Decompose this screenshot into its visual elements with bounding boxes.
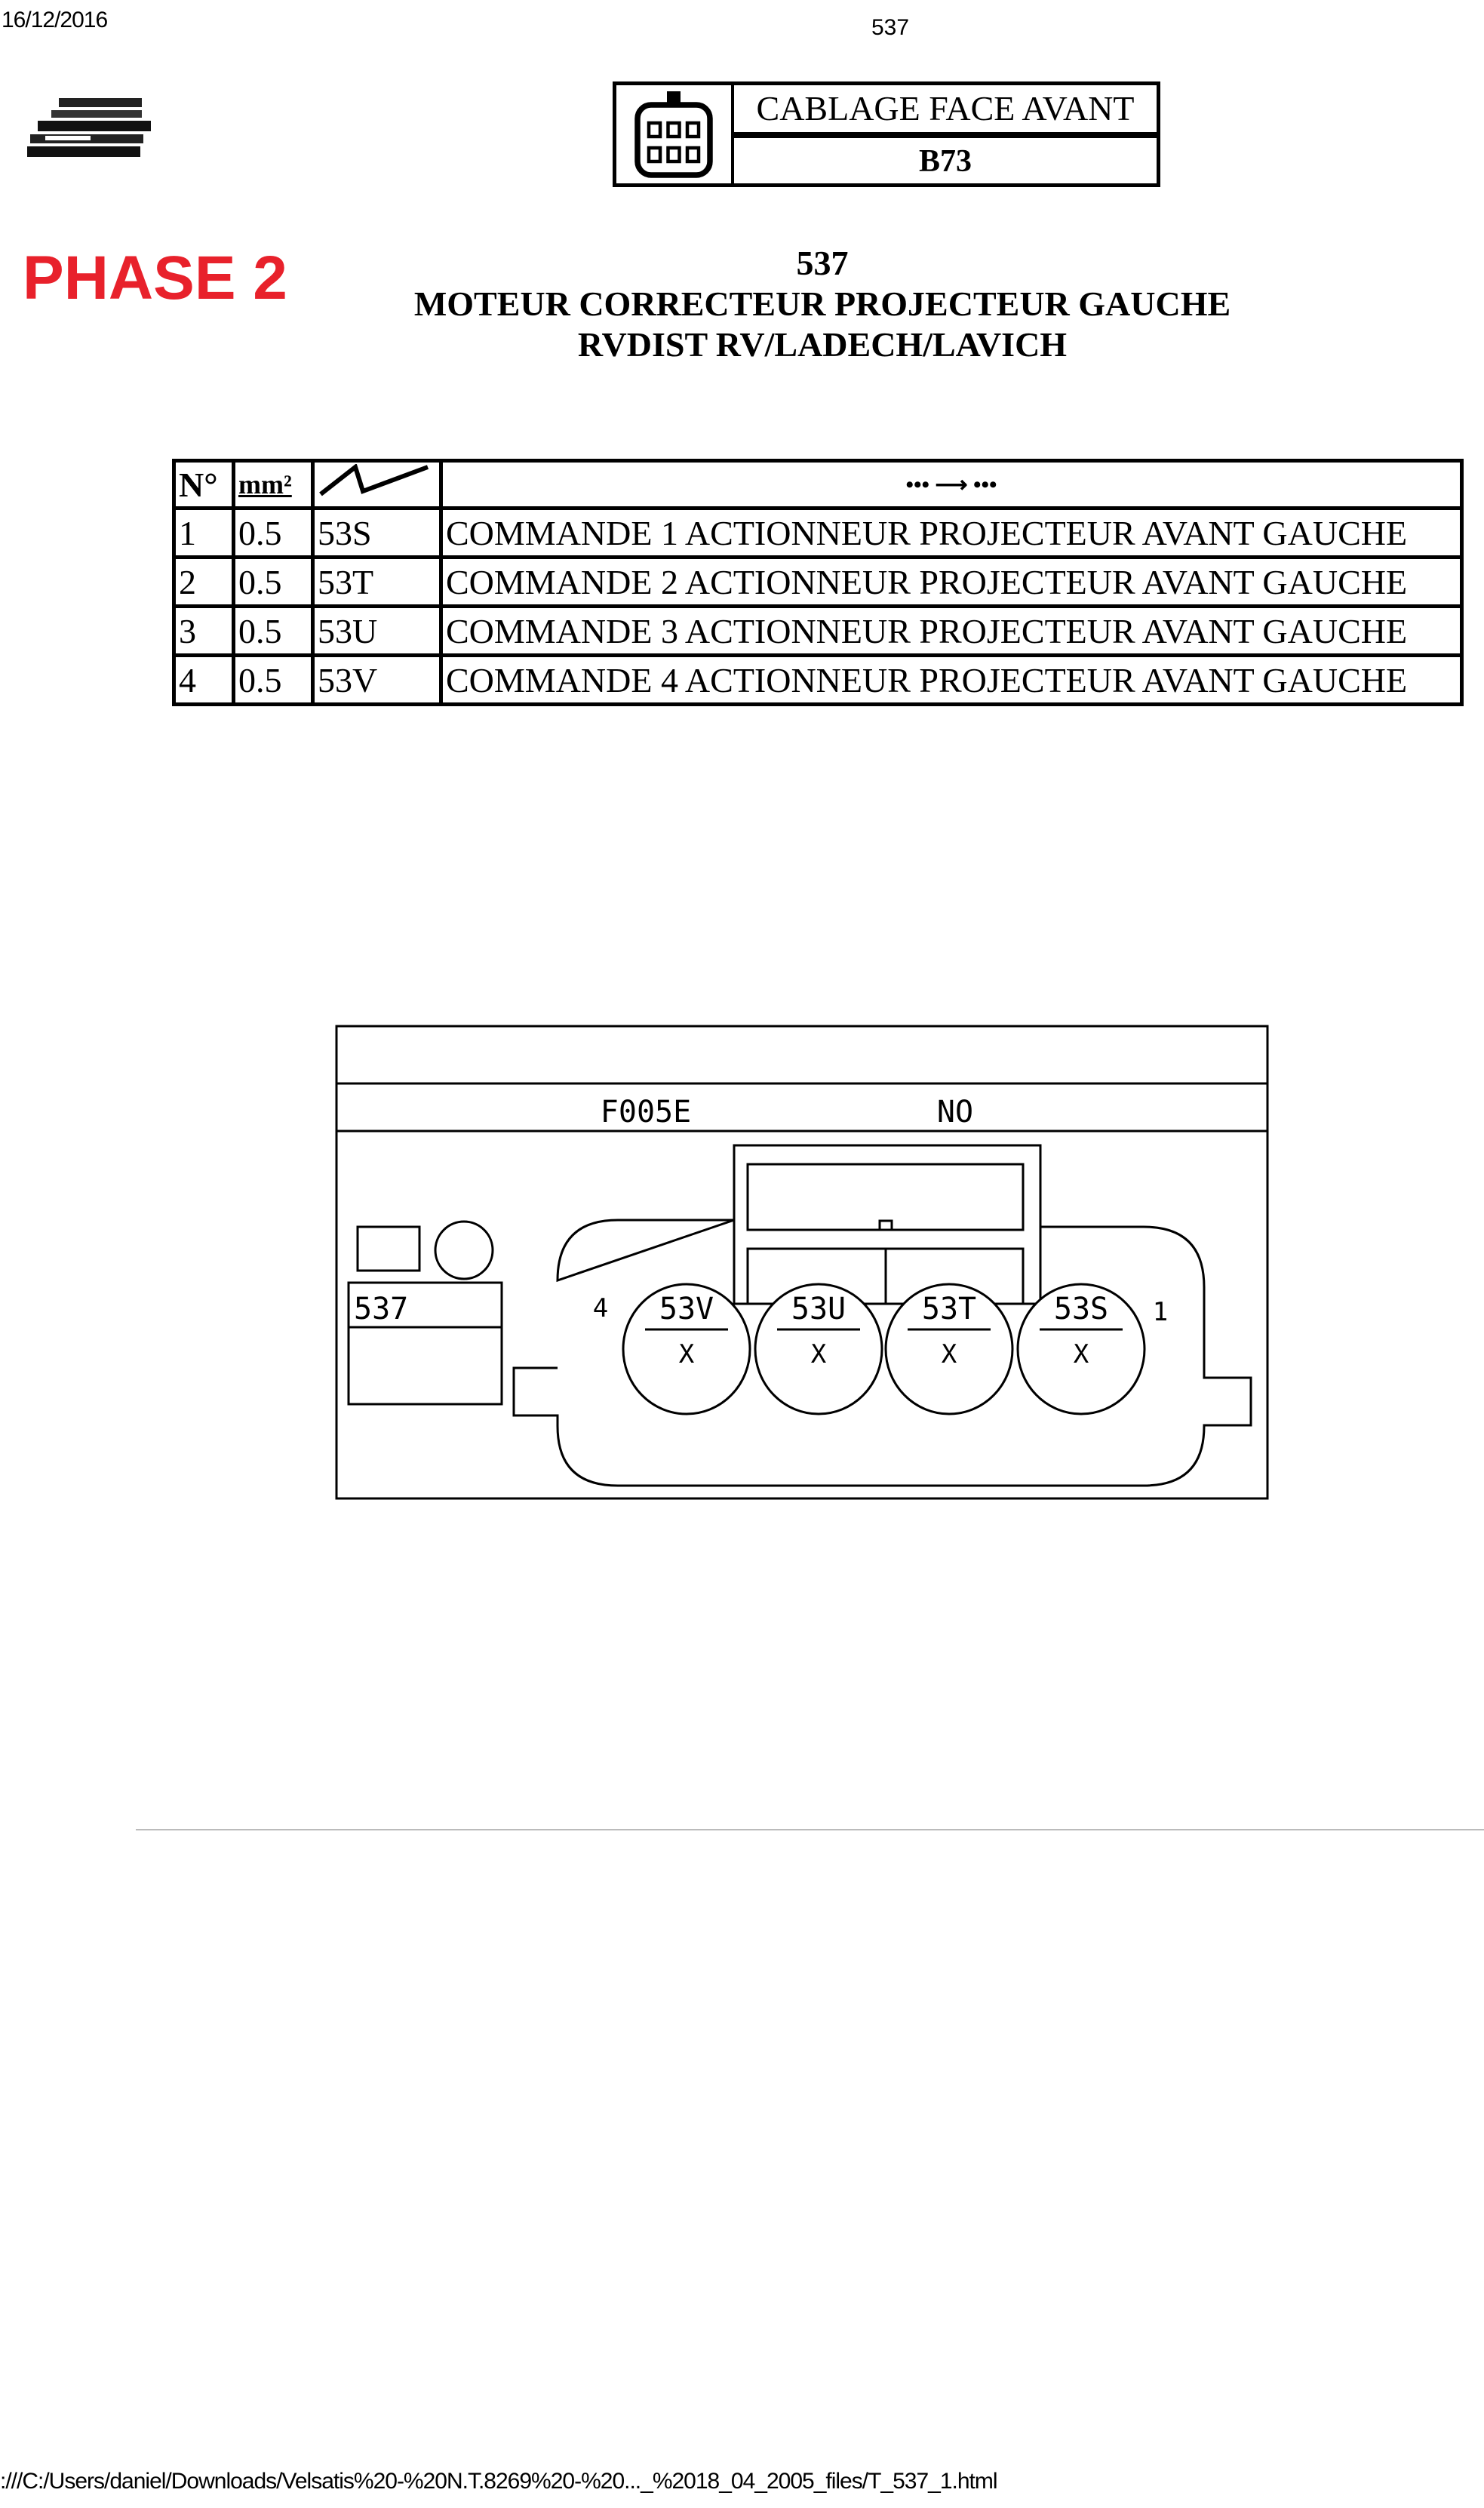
harness-name: CABLAGE FACE AVANT [734, 85, 1157, 138]
row-section: 0.5 [232, 555, 315, 608]
pin-mark: X [679, 1339, 695, 1369]
pin-cavity: 53V X [622, 1283, 751, 1415]
phase-label: PHASE 2 [23, 244, 287, 312]
diagram-frame [335, 1025, 1269, 1500]
print-date: 16/12/2016 [2, 8, 108, 32]
connector-stack-logo-icon [27, 98, 151, 157]
pin-circle [754, 1283, 883, 1415]
pin-mark: X [811, 1339, 827, 1369]
page-number: 537 [871, 15, 910, 40]
row-description: COMMANDE 1 ACTIONNEUR PROJECTEUR AVANT G… [439, 506, 1464, 559]
pin-wire: 53T [922, 1292, 976, 1326]
table-header-row: N° mm² ••• ⟶ ••• [172, 459, 1464, 510]
indicator-circle [434, 1220, 494, 1280]
header-section: mm² [232, 459, 315, 510]
pin-cavity: 53T X [884, 1283, 1014, 1415]
connector-housing [512, 1219, 1252, 1487]
component-number: 537 [796, 244, 849, 282]
footer-file-path: :///C:/Users/daniel/Downloads/Velsatis%2… [0, 2469, 998, 2494]
component-heading: 537 MOTEUR CORRECTEUR PROJECTEUR GAUCHE … [317, 243, 1328, 365]
connector-status: NO [937, 1095, 973, 1130]
row-wire: 53S [311, 506, 443, 559]
pin-mark: X [942, 1339, 957, 1369]
row-section: 0.5 [232, 604, 315, 657]
pin-wire: 53S [1054, 1292, 1108, 1326]
pin-cavity: 53U X [754, 1283, 883, 1415]
pin-circle [1016, 1283, 1146, 1415]
row-no: 4 [172, 653, 235, 706]
component-name: MOTEUR CORRECTEUR PROJECTEUR GAUCHE [413, 284, 1231, 323]
header-direction: ••• ⟶ ••• [439, 459, 1464, 510]
row-no: 3 [172, 604, 235, 657]
harness-code: B73 [918, 144, 972, 179]
pin-cavity: 53S X [1016, 1283, 1146, 1415]
row-wire: 53V [311, 653, 443, 706]
connector-diagram: F005E NO 537 4 1 53V X 53U X 53T X 53S X [335, 1025, 1269, 1500]
row-wire: 53U [311, 604, 443, 657]
pin-circle [884, 1283, 1014, 1415]
connector-ref: 537 [354, 1292, 408, 1326]
row-description: COMMANDE 3 ACTIONNEUR PROJECTEUR AVANT G… [439, 604, 1464, 657]
key-frame [733, 1144, 1042, 1305]
wire-icon [311, 459, 443, 510]
connector-code: F005E [601, 1095, 691, 1130]
pin-wire: 53U [791, 1292, 846, 1326]
pin-circle [622, 1283, 751, 1415]
row-section: 0.5 [232, 506, 315, 559]
row-section: 0.5 [232, 653, 315, 706]
row-no: 2 [172, 555, 235, 608]
pin-label-1: 1 [1153, 1297, 1168, 1327]
key-window [746, 1163, 1025, 1231]
key-rib [746, 1219, 1025, 1304]
connector-title-box: CABLAGE FACE AVANT B73 [613, 81, 1160, 187]
connector-6pin-icon [616, 85, 734, 183]
page-divider [136, 1829, 1484, 1830]
pin-mark: X [1074, 1339, 1089, 1369]
indicator-square [356, 1225, 421, 1272]
pin-label-4: 4 [593, 1293, 608, 1323]
component-variants: RVDIST RV/LADECH/LAVICH [577, 325, 1068, 364]
row-no: 1 [172, 506, 235, 559]
ref-box [347, 1281, 503, 1406]
row-description: COMMANDE 4 ACTIONNEUR PROJECTEUR AVANT G… [439, 653, 1464, 706]
header-no: N° [172, 459, 235, 510]
row-description: COMMANDE 2 ACTIONNEUR PROJECTEUR AVANT G… [439, 555, 1464, 608]
row-wire: 53T [311, 555, 443, 608]
pin-wire: 53V [659, 1292, 714, 1326]
